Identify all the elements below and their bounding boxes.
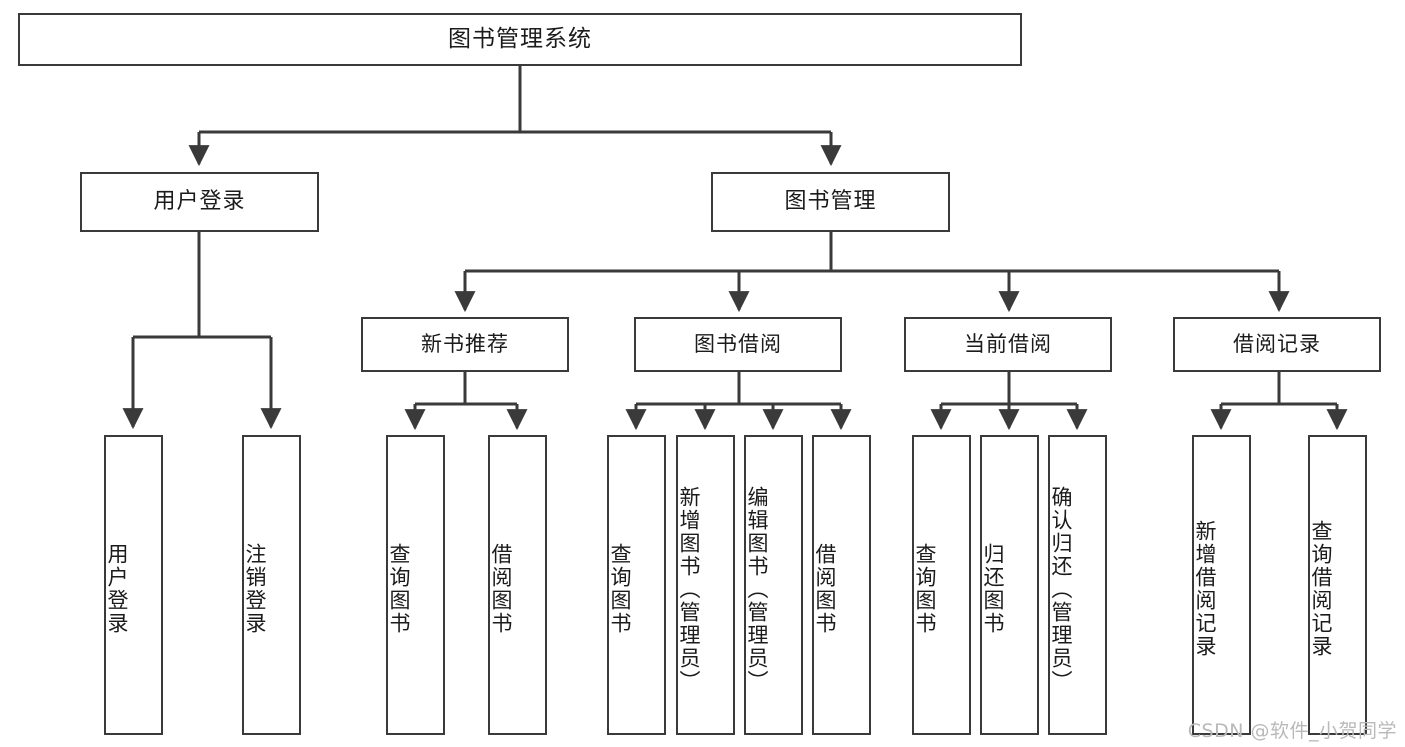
node-user-login[interactable]: 用户登录 [80, 172, 319, 232]
leaf-label: 用户登录 [105, 543, 130, 635]
leaf-confirm-return-admin[interactable]: 确认归还（管理员） [1048, 435, 1107, 735]
leaf-label: 查询图书 [387, 543, 412, 635]
leaf-query-book-current[interactable]: 查询图书 [912, 435, 971, 735]
leaf-label: 新增图书（管理员） [677, 485, 702, 693]
leaf-edit-book-admin[interactable]: 编辑图书（管理员） [744, 435, 803, 735]
leaf-logout-login[interactable]: 注销登录 [242, 435, 301, 735]
node-new-book-recommend[interactable]: 新书推荐 [361, 317, 569, 372]
leaf-return-book[interactable]: 归还图书 [980, 435, 1039, 735]
leaf-label: 确认归还（管理员） [1049, 485, 1074, 693]
leaf-user-login[interactable]: 用户登录 [104, 435, 163, 735]
leaf-query-book-borrow[interactable]: 查询图书 [607, 435, 666, 735]
leaf-label: 新增借阅记录 [1193, 520, 1218, 658]
leaf-label: 注销登录 [243, 543, 268, 635]
leaf-query-borrow-record[interactable]: 查询借阅记录 [1308, 435, 1367, 735]
csdn-watermark: CSDN @软件_小贺同学 [1187, 720, 1397, 742]
leaf-query-book-recommend[interactable]: 查询图书 [386, 435, 445, 735]
node-book-management[interactable]: 图书管理 [711, 172, 950, 232]
node-book-borrow[interactable]: 图书借阅 [634, 317, 842, 372]
node-current-borrow[interactable]: 当前借阅 [904, 317, 1112, 372]
leaf-borrow-book[interactable]: 借阅图书 [812, 435, 871, 735]
leaf-label: 查询图书 [608, 543, 633, 635]
node-root-book-management-system[interactable]: 图书管理系统 [18, 13, 1022, 66]
leaf-label: 查询借阅记录 [1309, 520, 1334, 658]
leaf-add-book-admin[interactable]: 新增图书（管理员） [676, 435, 735, 735]
leaf-label: 借阅图书 [489, 543, 514, 635]
leaf-label: 编辑图书（管理员） [745, 485, 770, 693]
leaf-borrow-book-recommend[interactable]: 借阅图书 [488, 435, 547, 735]
leaf-label: 查询图书 [913, 543, 938, 635]
leaf-label: 借阅图书 [813, 543, 838, 635]
leaf-label: 归还图书 [981, 543, 1006, 635]
leaf-add-borrow-record[interactable]: 新增借阅记录 [1192, 435, 1251, 735]
node-borrow-record[interactable]: 借阅记录 [1173, 317, 1381, 372]
